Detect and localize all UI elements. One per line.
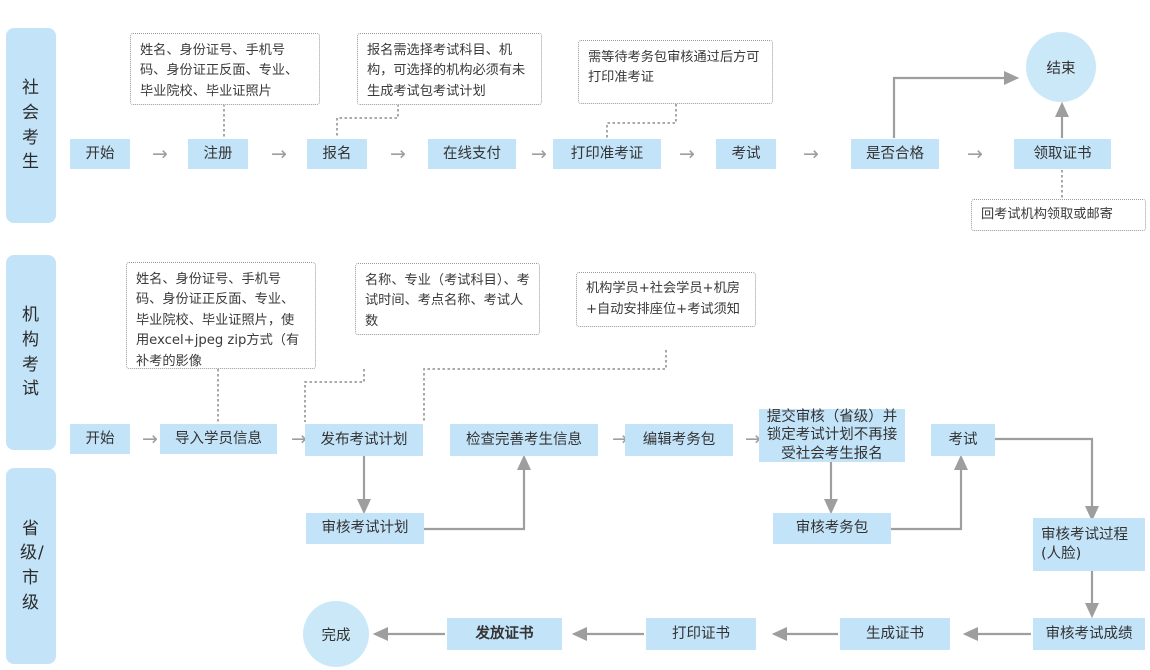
node-r2-import[interactable]: 导入学员信息 bbox=[160, 424, 277, 454]
node-r3-gen-cert-label: 生成证书 bbox=[866, 625, 924, 642]
node-r1-exam-label: 考试 bbox=[731, 145, 761, 162]
node-r1-pass[interactable]: 是否合格 bbox=[851, 139, 939, 169]
node-r1-pay[interactable]: 在线支付 bbox=[428, 139, 516, 169]
lane-org: 机构考试 bbox=[6, 255, 56, 450]
node-r2-exam[interactable]: 考试 bbox=[931, 424, 995, 456]
node-r2-audit-plan-label: 审核考试计划 bbox=[321, 520, 409, 537]
node-r3-audit-score-label: 审核考试成绩 bbox=[1045, 625, 1133, 642]
node-r1-exam[interactable]: 考试 bbox=[716, 139, 776, 169]
note-print-ticket-text: 需等待考务包审核通过后方可打印准考证 bbox=[588, 50, 760, 86]
node-r2-submit-lock-label: 提交审核（省级）并锁定考试计划不再接受社会考生报名 bbox=[766, 408, 898, 462]
node-r2-audit-process[interactable]: 审核考试过程(人脸) bbox=[1033, 518, 1145, 571]
node-r2-submit-lock[interactable]: 提交审核（省级）并锁定考试计划不再接受社会考生报名 bbox=[759, 409, 905, 462]
note-register: 姓名、身份证号、手机号码、身份证正反面、专业、毕业院校、毕业证照片 bbox=[130, 33, 320, 105]
node-r2-publish-plan-label: 发布考试计划 bbox=[320, 431, 408, 448]
note-pack-text: 机构学员+社会学员+机房+自动安排座位+考试须知 bbox=[586, 281, 740, 317]
node-r3-audit-score[interactable]: 审核考试成绩 bbox=[1033, 618, 1145, 650]
node-r1-end-label: 结束 bbox=[1046, 60, 1076, 77]
note-import-text: 姓名、身份证号、手机号码、身份证正反面、专业、毕业院校、毕业证照片，使用exce… bbox=[136, 272, 300, 369]
arrow-r2-3: → bbox=[612, 427, 628, 450]
node-r2-import-label: 导入学员信息 bbox=[175, 430, 262, 447]
lane-province-city: 省级/市级 bbox=[6, 468, 56, 664]
node-r1-pass-label: 是否合格 bbox=[866, 145, 924, 162]
node-r1-pay-label: 在线支付 bbox=[443, 145, 501, 162]
node-r1-get-cert-label: 领取证书 bbox=[1033, 145, 1092, 162]
note-import: 姓名、身份证号、手机号码、身份证正反面、专业、毕业院校、毕业证照片，使用exce… bbox=[126, 262, 316, 369]
node-r1-register[interactable]: 注册 bbox=[188, 139, 248, 169]
lane-social: 社会考生 bbox=[6, 28, 56, 223]
arrow-r1-5: → bbox=[679, 142, 695, 165]
node-r2-edit-pack-label: 编辑考务包 bbox=[642, 431, 716, 448]
node-r1-register-label: 注册 bbox=[203, 145, 233, 162]
arrow-r1-7: → bbox=[967, 142, 983, 165]
node-r2-audit-pack[interactable]: 审核考务包 bbox=[773, 513, 891, 544]
lane-org-label: 机构考试 bbox=[22, 305, 40, 400]
node-r2-start[interactable]: 开始 bbox=[70, 424, 130, 454]
arrow-r1-3: → bbox=[390, 142, 406, 165]
node-r1-print-ticket[interactable]: 打印准考证 bbox=[553, 139, 661, 169]
node-r2-start-label: 开始 bbox=[85, 430, 115, 447]
lane-province-city-label: 省级/市级 bbox=[20, 518, 45, 613]
node-r3-done-circle[interactable]: 完成 bbox=[303, 601, 369, 667]
arrow-r2-2: → bbox=[291, 427, 307, 450]
node-r1-start[interactable]: 开始 bbox=[70, 139, 130, 169]
node-r2-audit-pack-label: 审核考务包 bbox=[795, 520, 869, 537]
note-pack: 机构学员+社会学员+机房+自动安排座位+考试须知 bbox=[576, 272, 756, 327]
node-r3-issue-cert[interactable]: 发放证书 bbox=[447, 618, 562, 650]
node-r3-issue-cert-label: 发放证书 bbox=[475, 625, 534, 642]
node-r3-gen-cert[interactable]: 生成证书 bbox=[840, 618, 950, 650]
node-r2-edit-pack[interactable]: 编辑考务包 bbox=[625, 424, 733, 456]
arrow-r1-4: → bbox=[531, 142, 547, 165]
note-plan-text: 名称、专业（考试科目）、考试时间、考点名称、考试人数 bbox=[365, 273, 530, 329]
arrow-r1-2: → bbox=[271, 142, 287, 165]
node-r1-print-ticket-label: 打印准考证 bbox=[570, 145, 644, 162]
node-r1-start-label: 开始 bbox=[85, 145, 115, 162]
note-plan: 名称、专业（考试科目）、考试时间、考点名称、考试人数 bbox=[355, 263, 540, 335]
note-signup-text: 报名需选择考试科目、机构，可选择的机构必须有未生成考试包考试计划 bbox=[367, 43, 526, 99]
lane-social-label: 社会考生 bbox=[22, 78, 40, 173]
node-r1-end-circle[interactable]: 结束 bbox=[1026, 32, 1096, 102]
node-r2-publish-plan[interactable]: 发布考试计划 bbox=[305, 424, 423, 456]
node-r2-check-info-label: 检查完善考生信息 bbox=[466, 431, 582, 448]
node-r2-exam-label: 考试 bbox=[948, 431, 978, 448]
node-r3-print-cert-label: 打印证书 bbox=[672, 625, 730, 642]
node-r3-done-label: 完成 bbox=[321, 627, 351, 644]
node-r1-signup-label: 报名 bbox=[322, 145, 352, 162]
node-r2-audit-process-label: 审核考试过程(人脸) bbox=[1041, 526, 1128, 562]
node-r1-get-cert[interactable]: 领取证书 bbox=[1014, 139, 1111, 169]
arrow-r1-1: → bbox=[152, 142, 168, 165]
node-r3-print-cert[interactable]: 打印证书 bbox=[646, 618, 756, 650]
note-signup: 报名需选择考试科目、机构，可选择的机构必须有未生成考试包考试计划 bbox=[357, 33, 542, 105]
note-get-cert: 回考试机构领取或邮寄 bbox=[971, 199, 1146, 231]
node-r2-audit-plan[interactable]: 审核考试计划 bbox=[306, 513, 424, 544]
note-print-ticket: 需等待考务包审核通过后方可打印准考证 bbox=[578, 40, 773, 104]
arrow-r2-1: → bbox=[142, 427, 158, 450]
node-r1-signup[interactable]: 报名 bbox=[307, 139, 367, 169]
note-get-cert-text: 回考试机构领取或邮寄 bbox=[981, 206, 1113, 222]
arrow-r2-4: → bbox=[745, 427, 761, 450]
note-register-text: 姓名、身份证号、手机号码、身份证正反面、专业、毕业院校、毕业证照片 bbox=[140, 43, 299, 99]
arrow-r1-6: → bbox=[803, 142, 819, 165]
node-r2-check-info[interactable]: 检查完善考生信息 bbox=[450, 424, 598, 456]
